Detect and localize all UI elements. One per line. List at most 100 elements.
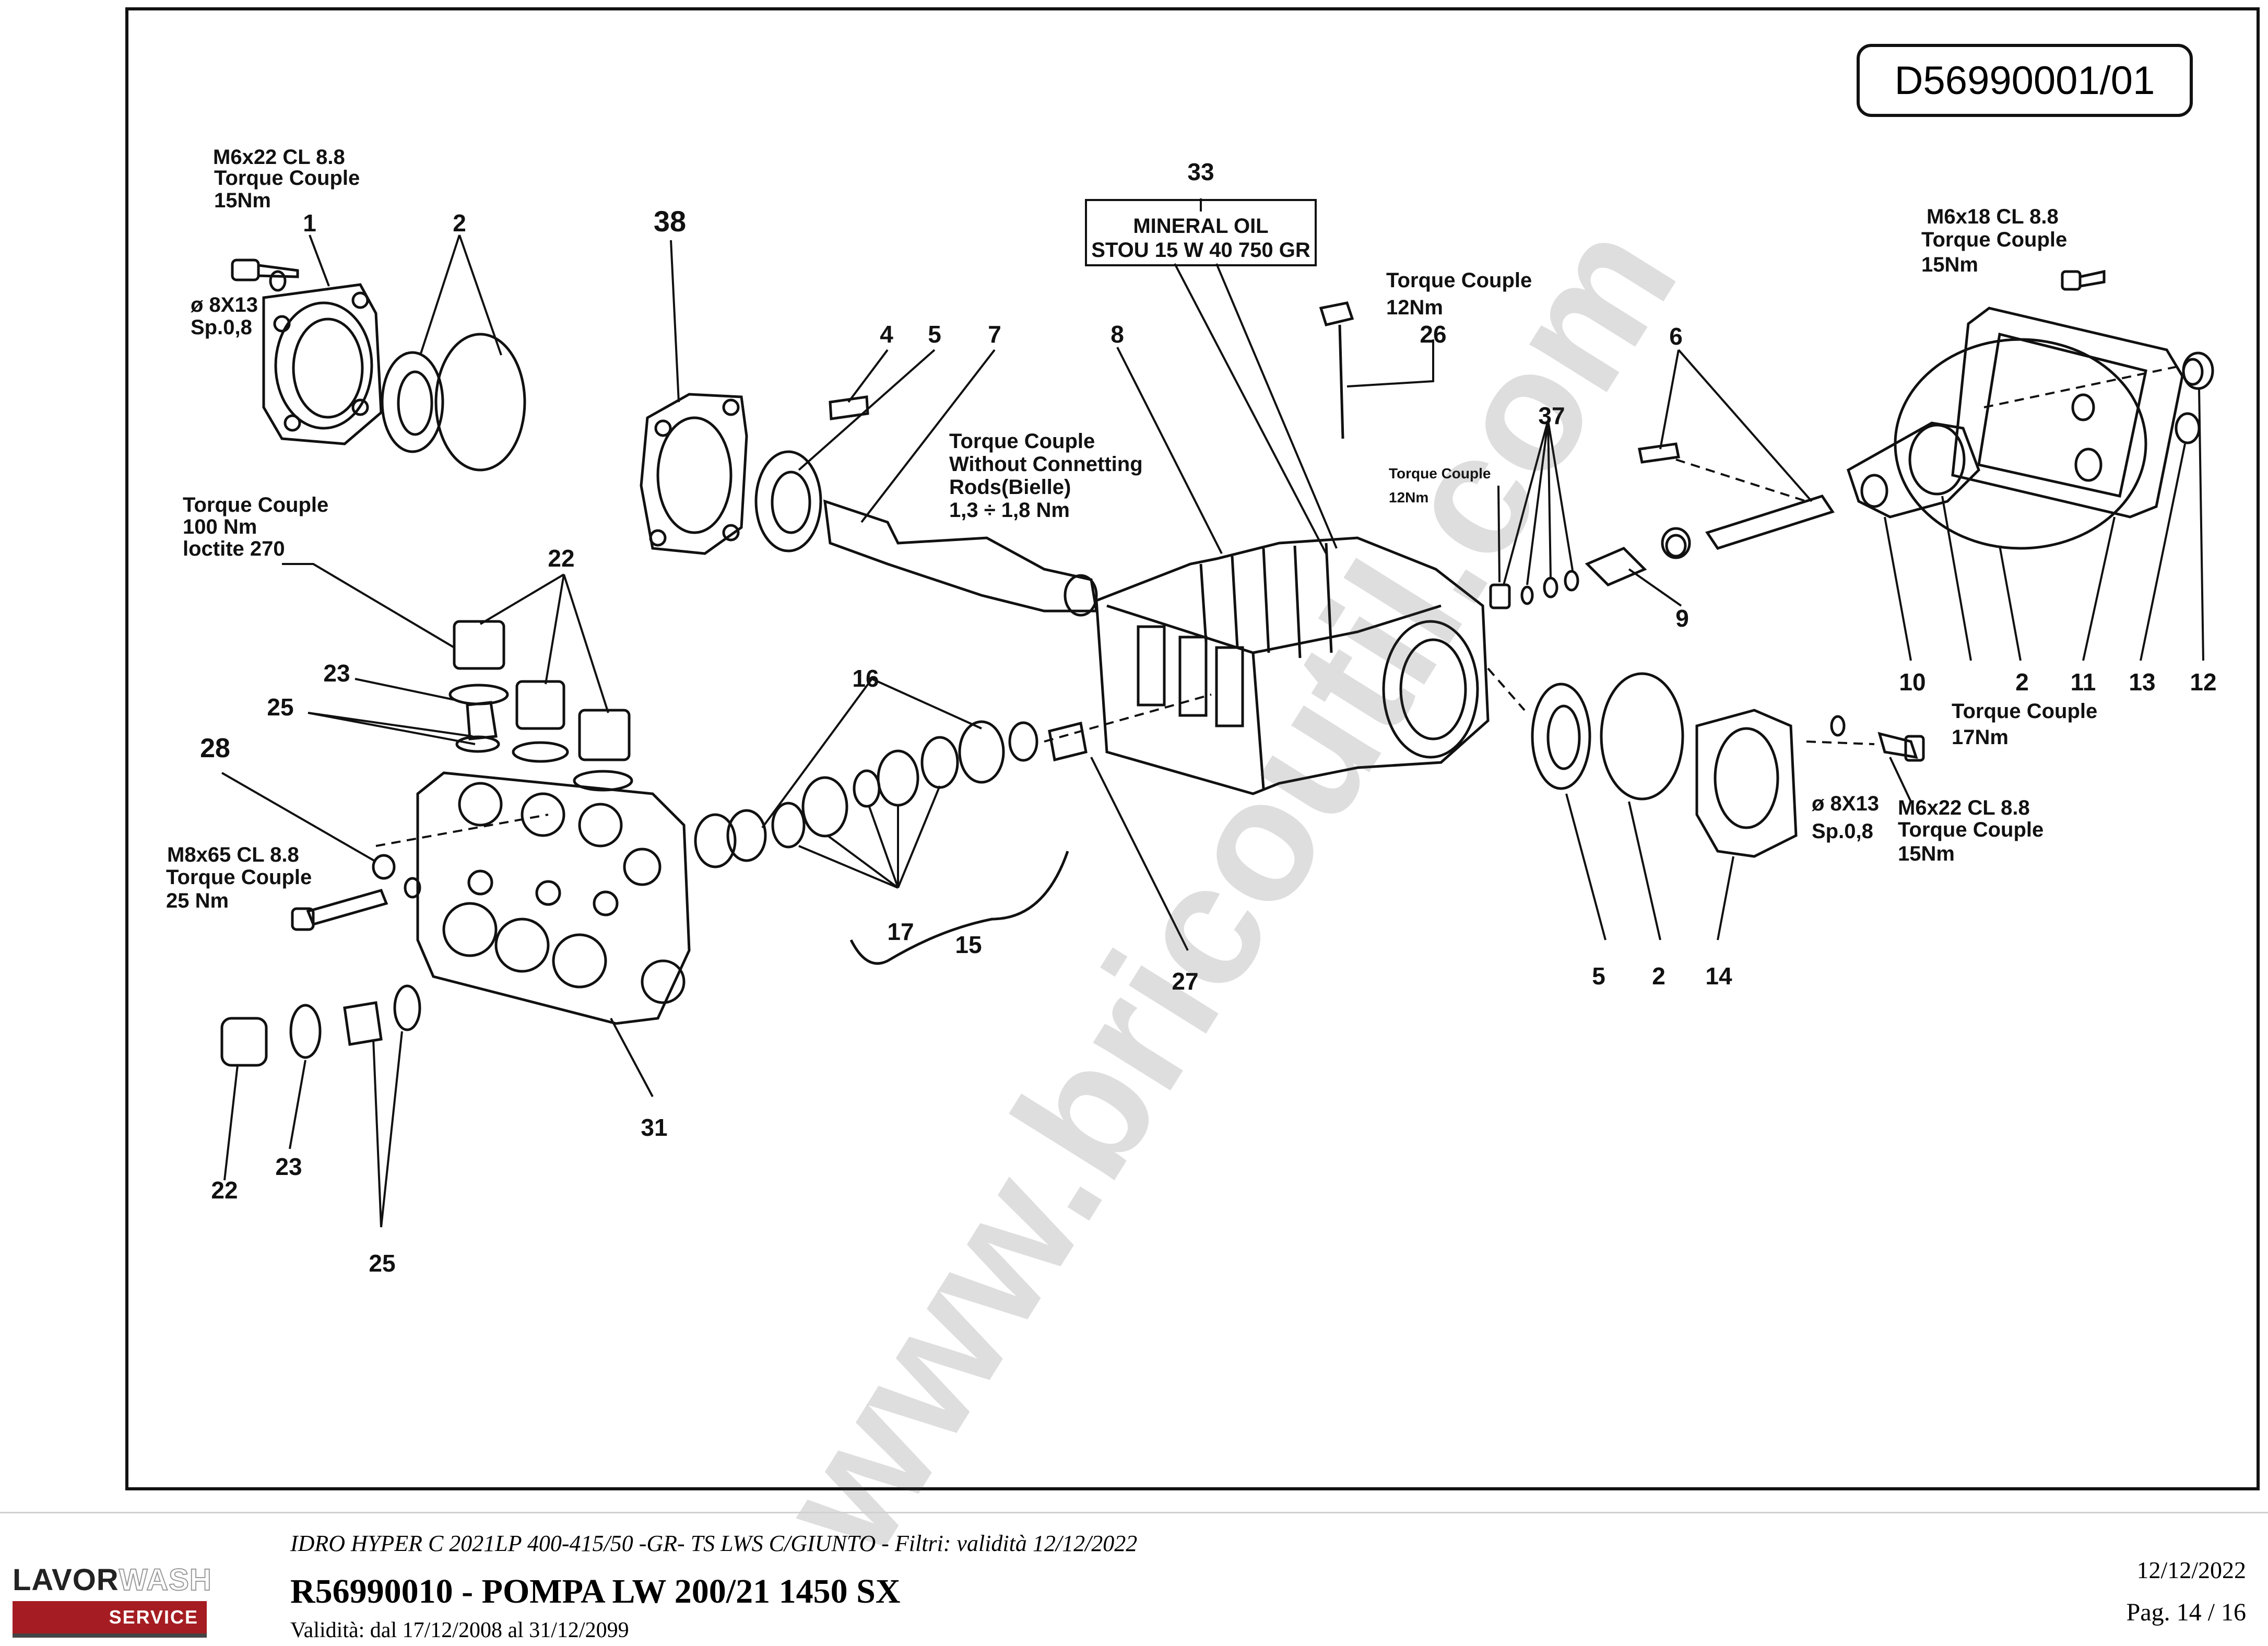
- note-oil-grade: STOU 15 W 40 750 GR: [1091, 239, 1310, 262]
- callout-27: 27: [1172, 968, 1198, 995]
- callout-37: 37: [1538, 402, 1565, 429]
- parts-22-23-25-valves: [220, 620, 633, 1067]
- note-15nm-top-left: 15Nm: [214, 189, 271, 212]
- logo-service: SERVICE: [13, 1601, 207, 1638]
- note-screw-bottom-right: M6x22 CL 8.8: [1898, 796, 2030, 819]
- part-7-crankshaft: [823, 499, 1098, 617]
- callout-10: 10: [1899, 668, 1926, 696]
- note-oil-type: MINERAL OIL: [1133, 215, 1268, 238]
- part-8-crankcase: [1095, 536, 1490, 795]
- drawing-code-box: D56990001/01: [1857, 44, 2193, 117]
- part-10-con-rod: [1846, 421, 1980, 519]
- note-screw-top-left: M6x22 CL 8.8: [213, 146, 345, 169]
- callout-31: 31: [641, 1114, 667, 1141]
- note-screw-top-right: M6x18 CL 8.8: [1927, 205, 2059, 228]
- callout-22-top: 22: [548, 545, 574, 572]
- note-shaft-range: 1,3 ÷ 1,8 Nm: [949, 499, 1070, 522]
- note-washer-diameter-left: ø 8X13: [191, 293, 258, 316]
- callout-9: 9: [1675, 605, 1689, 632]
- note-plug-loctite: loctite 270: [183, 537, 285, 560]
- callout-25-bottom: 25: [369, 1250, 395, 1277]
- callout-17: 17: [887, 918, 914, 945]
- page-number: Pag. 14 / 16: [2126, 1598, 2246, 1626]
- part-4-key: [829, 395, 869, 420]
- part-11-cover: [1951, 307, 2184, 519]
- note-torque-top-right: Torque Couple: [1921, 228, 2067, 251]
- note-15nm-top-right: 15Nm: [1921, 253, 1978, 276]
- screw-top-right: [2061, 269, 2106, 291]
- part-31-manifold: [416, 771, 691, 1025]
- callout-38: 38: [654, 205, 686, 238]
- part-26-dipstick: [1319, 301, 1354, 439]
- logo-main: LAVOR: [13, 1562, 119, 1597]
- part-2-seal: [381, 333, 526, 472]
- part-14-flange: [1695, 709, 1798, 858]
- footer-divider: [0, 1512, 2268, 1513]
- callout-13: 13: [2129, 668, 2155, 696]
- callout-5-right: 5: [1592, 962, 1605, 990]
- torque-notes: M6x22 CL 8.8 Torque Couple 15Nm ø 8X13 S…: [166, 146, 2097, 912]
- callout-11: 11: [2071, 668, 2096, 696]
- callout-22-bottom: 22: [211, 1177, 238, 1204]
- assembly-axes: [375, 365, 2183, 847]
- part-2-oring-rear: [1894, 338, 2147, 550]
- oil-note-box: [1085, 199, 1317, 266]
- callout-33: 33: [1187, 158, 1214, 185]
- callout-16: 16: [852, 665, 879, 692]
- screw-bottom-right: [1877, 732, 1925, 762]
- note-torque-cover: Torque Couple: [1952, 700, 2097, 723]
- part-28-plug-and-screw: [291, 854, 421, 931]
- note-torque-manifold: Torque Couple: [166, 866, 312, 889]
- note-torque-plug-37: Torque Couple: [1389, 465, 1491, 481]
- print-date: 12/12/2022: [2136, 1557, 2246, 1583]
- part-38-gasket: [640, 393, 748, 555]
- note-plug-100nm: 100 Nm: [183, 515, 257, 538]
- part-1-flange: [262, 283, 383, 445]
- part-5-bearing-right: [1531, 683, 1591, 790]
- callout-2-right: 2: [1652, 962, 1665, 990]
- note-12nm-dipstick: 12Nm: [1386, 296, 1443, 319]
- logo-accent: WASH: [119, 1562, 212, 1597]
- part-drawings: [220, 258, 2214, 1067]
- assembly-title: R56990010 - POMPA LW 200/21 1450 SX: [290, 1572, 901, 1610]
- part-37-plug-rings: [1489, 570, 1579, 609]
- note-shaft-torque: Torque Couple: [949, 430, 1095, 453]
- part-5-bearing-left: [754, 450, 822, 552]
- note-washer-thickness-left: Sp.0,8: [191, 316, 252, 339]
- callout-25-top: 25: [267, 693, 293, 721]
- note-torque-top-left: Torque Couple: [214, 167, 360, 190]
- note-shaft-bielle: Rods(Bielle): [949, 476, 1071, 499]
- note-12nm-plug-37: 12Nm: [1389, 489, 1428, 505]
- drawing-frame: [125, 7, 2260, 1490]
- callout-2-seal: 2: [453, 209, 466, 237]
- note-screw-manifold: M8x65 CL 8.8: [167, 843, 299, 866]
- callout-8: 8: [1111, 321, 1124, 348]
- callout-26: 26: [1420, 321, 1446, 348]
- part-callouts: 1 2 38 4 5 7 8 33 26 6 37 9 10 2 11 13 1…: [200, 158, 2217, 1277]
- note-torque-dipstick: Torque Couple: [1386, 269, 1532, 292]
- validity-range: Validità: dal 17/12/2008 al 31/12/2099: [290, 1618, 629, 1642]
- washer-right: [1830, 715, 1846, 737]
- product-subtitle: IDRO HYPER C 2021LP 400-415/50 -GR- TS L…: [290, 1531, 1138, 1556]
- callout-12: 12: [2190, 668, 2216, 696]
- callout-14: 14: [1705, 962, 1732, 990]
- part-13-sight-glass: [2175, 412, 2201, 444]
- note-25nm-manifold: 25 Nm: [166, 889, 229, 912]
- note-washer-diameter-right: ø 8X13: [1812, 792, 1879, 815]
- exploded-diagram: 1 2 38 4 5 7 8 33 26 6 37 9 10 2 11 13 1…: [166, 146, 2217, 1277]
- part-12-plug: [2182, 351, 2214, 390]
- callout-2-rear: 2: [2015, 668, 2029, 696]
- note-17nm-cover: 17Nm: [1952, 726, 2009, 749]
- callout-7: 7: [988, 321, 1001, 348]
- callout-28: 28: [200, 733, 230, 763]
- leader-lines: [221, 198, 2204, 1228]
- callout-15: 15: [955, 931, 982, 958]
- part-2-oring-right: [1600, 672, 1684, 801]
- callout-1: 1: [303, 209, 316, 237]
- callout-23-top: 23: [323, 660, 350, 687]
- part-9-bush: [1585, 547, 1647, 586]
- callout-4: 4: [880, 321, 893, 348]
